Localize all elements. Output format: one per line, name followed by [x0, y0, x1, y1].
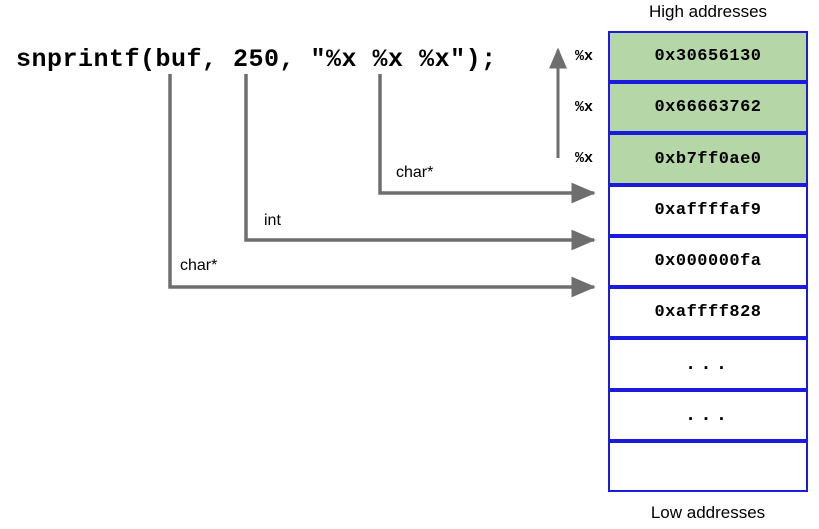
code-statement: snprintf(buf, 250, "%x %x %x"); — [16, 45, 497, 74]
stack-slot-8 — [608, 440, 808, 492]
stack-slot-3: 0xaffffaf9 — [608, 184, 808, 236]
stack-slot-value: 0xaffff828 — [654, 303, 762, 323]
stack-slot-0: 0x30656130 — [608, 31, 808, 83]
stack-slot-value: 0x000000fa — [654, 251, 762, 271]
type-label-char-buf: char* — [180, 257, 218, 274]
stack-slot-7: ... — [608, 389, 808, 441]
stack-slot-value: 0x66663762 — [654, 98, 762, 118]
stack-slot-5: 0xaffff828 — [608, 287, 808, 339]
percent-x-marker-1: %x — [575, 98, 594, 116]
stack-column: 0x30656130 0x66663762 0xb7ff0ae0 0xaffffaf9… — [608, 31, 808, 492]
stack-slot-6: ... — [608, 338, 808, 390]
stack-slot-1: 0x66663762 — [608, 82, 808, 134]
type-label-int: int — [264, 212, 281, 229]
connector-char-buf — [168, 74, 596, 298]
high-addresses-caption: High addresses — [648, 2, 768, 21]
percent-x-marker-2: %x — [575, 150, 594, 168]
stack-slot-value: ... — [684, 352, 732, 375]
low-addresses-caption: Low addresses — [650, 503, 766, 522]
stack-slot-value: 0x30656130 — [654, 47, 762, 67]
stack-slot-4: 0x000000fa — [608, 235, 808, 288]
stack-slot-value: ... — [684, 404, 732, 427]
stack-slot-value: 0xaffffaf9 — [654, 200, 762, 220]
connector-int-250 — [244, 74, 596, 251]
type-label-format-string: char* — [396, 164, 434, 181]
percent-x-marker-0: %x — [575, 47, 594, 65]
stack-slot-value: 0xb7ff0ae0 — [654, 149, 762, 169]
stack-slot-2: 0xb7ff0ae0 — [608, 133, 808, 185]
